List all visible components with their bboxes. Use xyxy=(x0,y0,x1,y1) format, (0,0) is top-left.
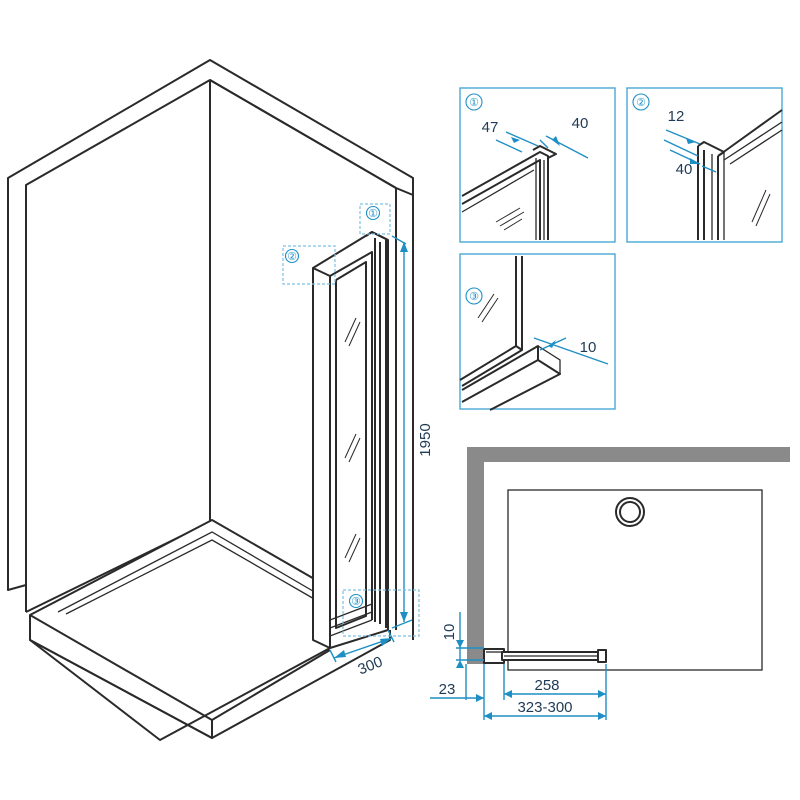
plan-dim-height: 10 xyxy=(441,624,458,641)
plan-wall xyxy=(467,447,790,664)
drain-icon xyxy=(615,497,645,527)
callout-label-1: ① xyxy=(368,208,378,220)
perspective-view: 1950 300 ① ② ③ xyxy=(7,59,434,741)
detail-1-dim-a: 47 xyxy=(482,119,499,136)
height-dimension xyxy=(391,235,413,629)
plan-dim-glass: 258 xyxy=(534,677,559,694)
height-label: 1950 xyxy=(417,423,434,456)
shower-tray-plan xyxy=(507,489,763,671)
callout-marker-1 xyxy=(365,205,381,221)
detail-2-dim-b: 40 xyxy=(676,161,693,178)
callout-marker-3 xyxy=(348,593,364,609)
detail-3-panel: ③ xyxy=(459,253,616,411)
glass-panel xyxy=(312,231,389,649)
shower-tray xyxy=(29,519,331,741)
plan-view xyxy=(430,447,790,720)
width-dimension xyxy=(329,629,395,663)
callout-label-2: ② xyxy=(287,251,297,263)
callout-box-2 xyxy=(282,245,336,285)
callout-box-1 xyxy=(359,203,391,235)
detail-1-marker: ① xyxy=(469,97,479,109)
detail-3-marker: ③ xyxy=(469,291,479,303)
callout-box-3 xyxy=(342,589,420,637)
detail-3-dim-a: 10 xyxy=(580,339,597,356)
detail-2-marker: ② xyxy=(636,97,646,109)
detail-1-dim-b: 40 xyxy=(572,115,589,132)
callout-label-3: ③ xyxy=(351,596,361,608)
detail-2-dim-a: 12 xyxy=(668,108,685,125)
callout-marker-2 xyxy=(284,248,300,264)
plan-dim-range: 323-300 xyxy=(517,699,572,716)
detail-2-panel: ② xyxy=(626,87,783,243)
plan-dim-offset: 23 xyxy=(439,681,456,698)
detail-1-panel: ① xyxy=(459,87,616,243)
